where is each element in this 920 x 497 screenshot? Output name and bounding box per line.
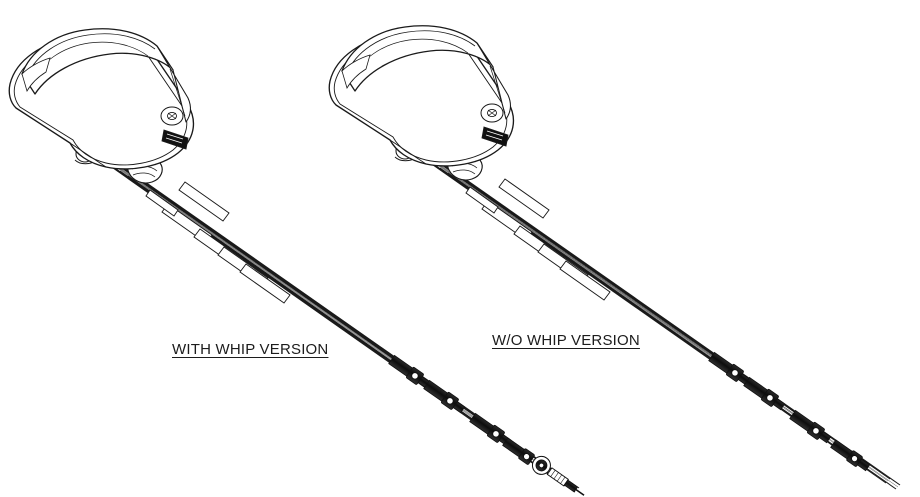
left-shark-fin-housing bbox=[8, 28, 195, 170]
cable-end-connectors bbox=[708, 351, 871, 472]
right-assembly-without-whip bbox=[328, 25, 901, 490]
left-assembly-with-whip bbox=[8, 28, 585, 496]
left-coaxial-cable-bundle bbox=[95, 151, 585, 496]
left-whip-rod bbox=[531, 455, 585, 496]
right-coaxial-cable-bundle bbox=[415, 148, 901, 490]
cable-end-connectors bbox=[388, 354, 535, 465]
cable-sleeves bbox=[465, 178, 611, 301]
cable-sleeves bbox=[145, 181, 291, 304]
right-shark-fin-housing bbox=[328, 25, 515, 167]
